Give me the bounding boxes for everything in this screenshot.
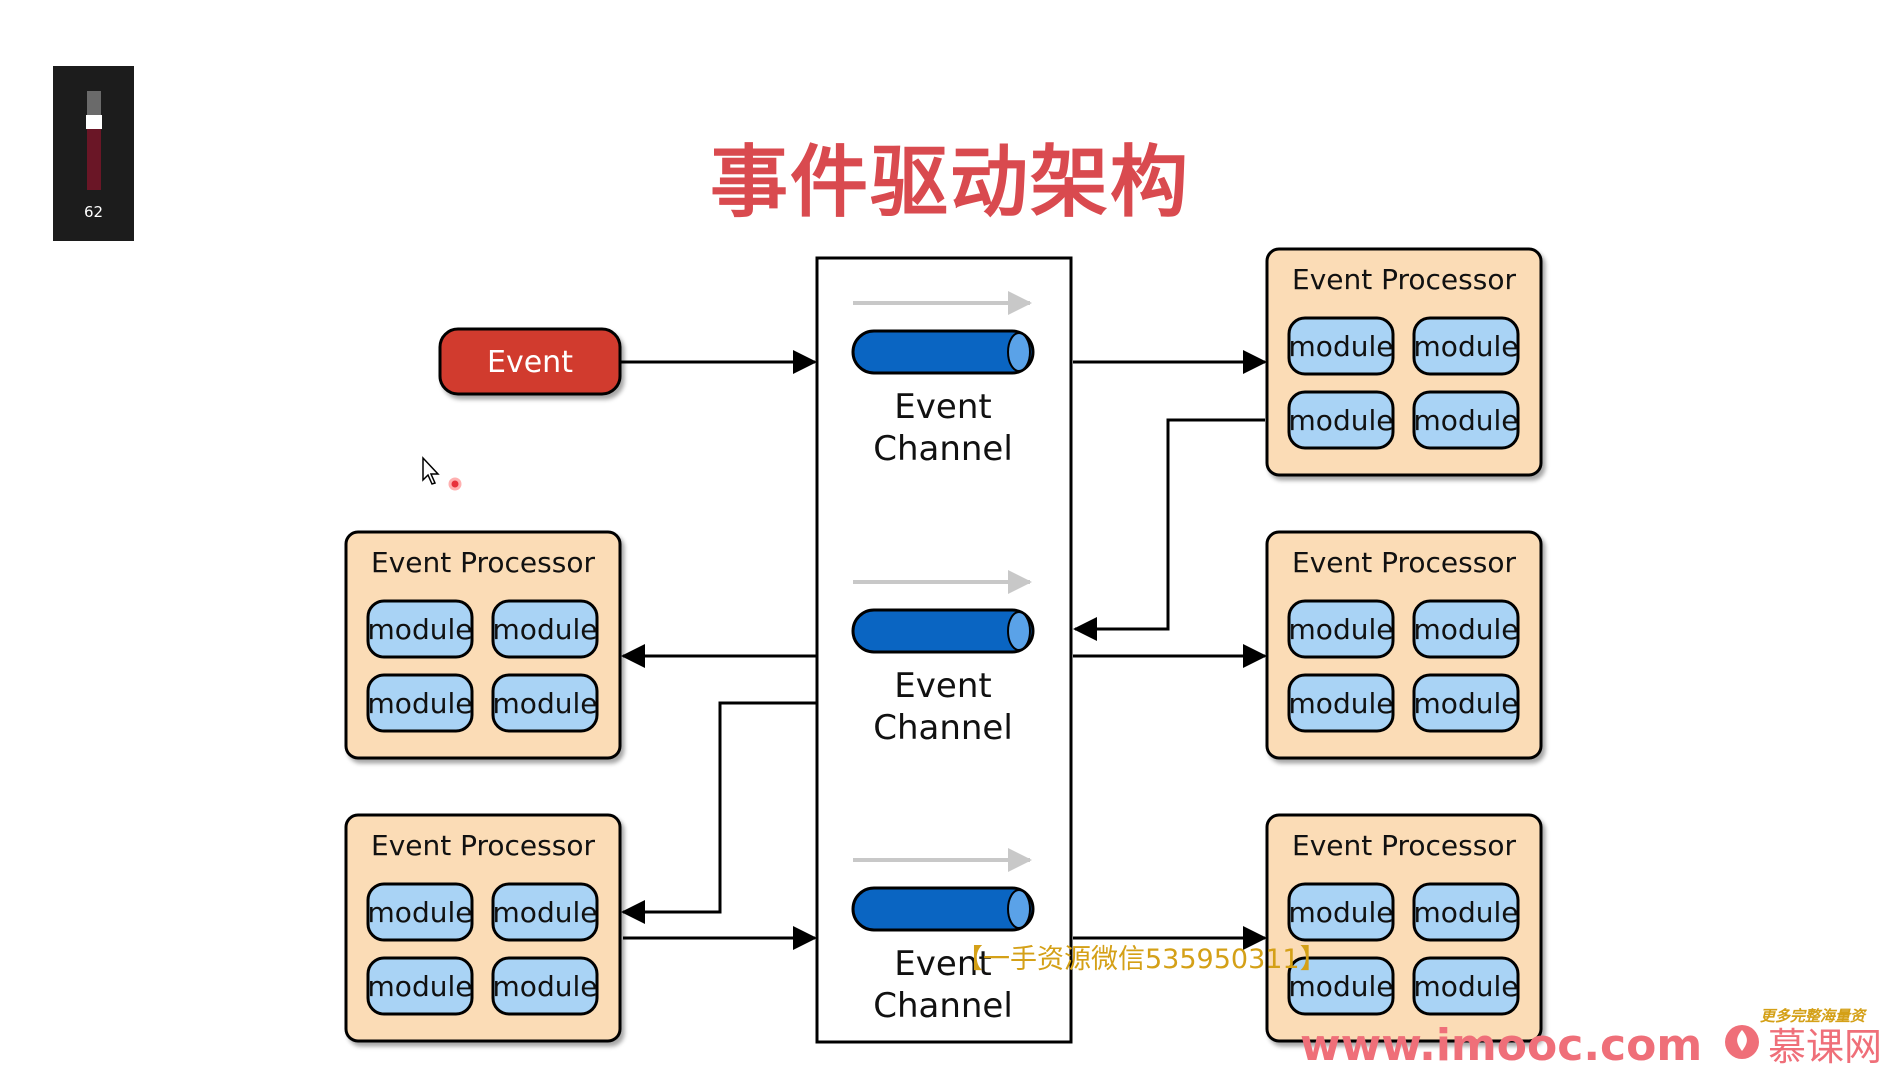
event-processor-bottom-left: Event Processor module module module mod… [344, 813, 622, 1043]
pipe-end [1007, 889, 1031, 929]
event-label: Event [487, 345, 573, 380]
module-label: module [493, 970, 598, 1003]
module-box [491, 673, 599, 733]
module-label: module [1414, 404, 1519, 437]
promo-watermark: 更多完整海量资 [1760, 1007, 1866, 1025]
event-node: Event [438, 327, 622, 396]
channel-label-line1: Event [894, 387, 991, 427]
module-label: module [493, 613, 598, 646]
module-label: module [368, 970, 473, 1003]
pipe-end [1007, 332, 1031, 372]
module-label: module [493, 896, 598, 929]
processor-title: Event Processor [371, 546, 595, 579]
module-box [491, 599, 599, 659]
module-label: module [1289, 404, 1394, 437]
processor-title: Event Processor [371, 829, 595, 862]
volume-level-fill [87, 129, 101, 190]
module-box [366, 673, 474, 733]
module-box [1287, 882, 1395, 942]
pipe-end [1007, 611, 1031, 651]
module-label: module [1289, 896, 1394, 929]
module-box [1287, 673, 1395, 733]
module-box [1412, 390, 1520, 450]
module-box [1287, 390, 1395, 450]
channel-label-line2: Channel [873, 986, 1013, 1026]
processor-title: Event Processor [1292, 546, 1516, 579]
event-processor-middle-right: Event Processor module module module mod… [1265, 530, 1543, 760]
module-label: module [368, 687, 473, 720]
event-processor-top-right: Event Processor module module module mod… [1265, 247, 1543, 477]
module-box [491, 956, 599, 1016]
site-url-watermark: www.imooc.com [1300, 1020, 1703, 1071]
module-box [1412, 673, 1520, 733]
processor-title: Event Processor [1292, 263, 1516, 296]
volume-value: 62 [83, 203, 104, 221]
event-processor-middle-left: Event Processor module module module mod… [344, 530, 622, 760]
channel-label-line2: Channel [873, 429, 1013, 469]
event-box [438, 327, 622, 396]
volume-track [86, 91, 102, 190]
module-label: module [1414, 330, 1519, 363]
module-label: module [1414, 613, 1519, 646]
channel-label-line1: Event [894, 944, 991, 984]
module-label: module [1289, 330, 1394, 363]
volume-indicator: 62 [53, 66, 134, 241]
module-box [1287, 599, 1395, 659]
module-label: module [368, 896, 473, 929]
slide-title: 事件驱动架构 [709, 138, 1190, 228]
channel-3: Event Channel [851, 848, 1035, 1026]
module-box [491, 882, 599, 942]
channel-pipe [851, 329, 1035, 375]
module-label: module [1289, 613, 1394, 646]
channel-2: Event Channel [851, 570, 1035, 748]
module-box [366, 956, 474, 1016]
module-label: module [1289, 687, 1394, 720]
module-label: module [493, 687, 598, 720]
module-label: module [368, 613, 473, 646]
module-label: module [1414, 970, 1519, 1003]
channel-label-line2: Channel [873, 708, 1013, 748]
channel-1: Event Channel [851, 291, 1035, 469]
event-processor-bottom-right: Event Processor module module module mod… [1265, 813, 1543, 1043]
module-box [366, 882, 474, 942]
brand-name-watermark: 慕课网 [1768, 1025, 1883, 1069]
processor-to-channel2-arrow [1073, 418, 1265, 641]
module-box [1412, 882, 1520, 942]
volume-thumb[interactable] [86, 115, 102, 129]
processor-title: Event Processor [1292, 829, 1516, 862]
channel2-to-bottom-left-processor-arrow [621, 701, 817, 924]
module-label: module [1289, 970, 1394, 1003]
mouse-cursor-icon [422, 456, 440, 485]
channel-pipe [851, 608, 1035, 654]
module-box [366, 599, 474, 659]
laser-pointer-icon [448, 477, 462, 491]
module-box [1412, 599, 1520, 659]
wechat-watermark: 【一手资源微信535950311】 [956, 944, 1327, 975]
channel-label-line1: Event [894, 666, 991, 706]
module-label: module [1414, 896, 1519, 929]
module-box [1412, 316, 1520, 376]
module-box [1287, 956, 1395, 1016]
channel-pipe [851, 886, 1035, 932]
module-label: module [1414, 687, 1519, 720]
module-box [1287, 316, 1395, 376]
module-box [1412, 956, 1520, 1016]
imooc-logo-icon [1725, 1025, 1759, 1059]
connectors [620, 350, 1267, 950]
